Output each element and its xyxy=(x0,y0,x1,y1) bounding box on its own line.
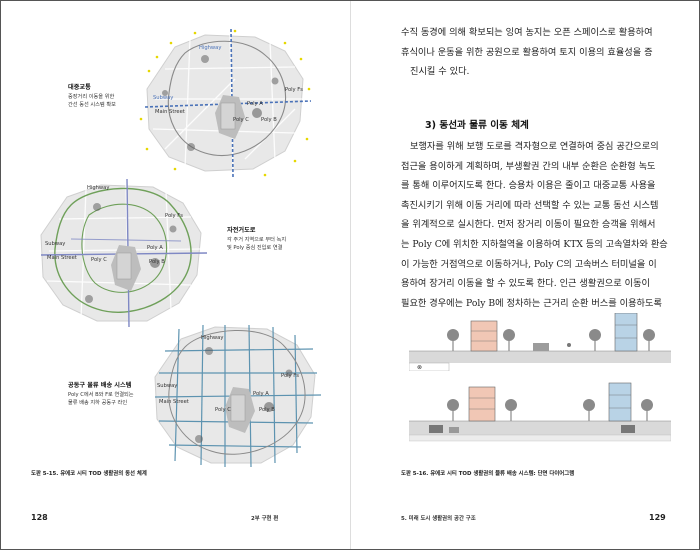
map-label-poly-b: Poly B xyxy=(149,259,165,265)
map-label-subway: Subway xyxy=(157,383,178,389)
transit-legend-title: 대중교통 xyxy=(68,84,91,91)
map-label-poly-a: Poly A xyxy=(253,391,269,397)
map-label-highway: Highway xyxy=(201,335,224,341)
body-line: 를 통해 이루어지도록 한다. 승용차 이용은 줄이고 대중교통 사용을 xyxy=(401,180,656,192)
body-line: 촉진시키기 위해 이동 거리에 따라 선택할 수 있는 교통 동선 시스템 xyxy=(401,199,659,211)
bike-route-map: Highway Subway Main Street Poly Fs Poly … xyxy=(31,179,211,327)
right-figure-caption: 도판 5-16. 유에코 시티 TOD 생활권의 물류 배송 시스템: 단면 다… xyxy=(401,471,575,477)
body-paragraph: 보행자를 위해 보행 도로를 격자형으로 연결하여 중심 공간으로의 접근을 용… xyxy=(401,137,669,313)
body-line: 필요한 경우에는 Poly B에 정차하는 근거리 순환 버스를 이용하도록 xyxy=(401,297,662,309)
intro-line: 휴식이나 운동을 위한 공원으로 활용하여 토지 이용의 효율성을 증 xyxy=(401,46,653,58)
map-label-poly-c: Poly C xyxy=(215,407,231,413)
map-label-main-street: Main Street xyxy=(47,255,77,261)
map-label-main-street: Main Street xyxy=(159,399,189,405)
map-label-subway: Subway xyxy=(45,241,66,247)
map-label-poly-a: Poly A xyxy=(247,101,263,107)
map-label-poly-fs: Poly Fs xyxy=(285,87,303,93)
section-diagram-street-graphic: ⊗ xyxy=(408,312,671,372)
intro-line: 진시킬 수 있다. xyxy=(410,66,470,78)
map-label-poly-fs: Poly Fs xyxy=(281,373,299,379)
bike-legend-line: 및 Poly 중심 진입로 연결 xyxy=(227,245,283,252)
body-line: 보행자를 위해 보행 도로를 격자형으로 연결하여 중심 공간으로의 xyxy=(410,141,659,152)
left-page: Highway Subway Main Street Poly Fs Poly … xyxy=(1,1,350,549)
logistics-legend-title: 공동구 물류 배송 시스템 xyxy=(68,382,132,389)
section-diagram-street: ⊗ xyxy=(408,312,671,375)
map-label-poly-fs: Poly Fs xyxy=(165,213,183,219)
map-label-poly-c: Poly C xyxy=(91,257,107,263)
transit-map-graphic xyxy=(139,29,312,177)
body-line: 용하여 장거리 이동을 할 수 있도록 한다. 인근 생활권으로 이동이 xyxy=(401,278,650,290)
transit-legend-line: 간선 동선 시스템 확보 xyxy=(68,102,116,109)
section-diagram-logistics-graphic xyxy=(408,382,672,442)
bike-route-map-graphic xyxy=(40,179,208,327)
section-diagram-logistics xyxy=(408,381,672,449)
map-label-highway: Highway xyxy=(199,45,222,51)
map-label-main-street: Main Street xyxy=(155,109,185,115)
right-running-head: 5. 미래 도시 생활권의 공간 구조 xyxy=(401,516,476,522)
body-line: 이 가능한 거점역으로 이동하거나, Poly C의 고속버스 터미널을 이 xyxy=(401,258,657,270)
svg-text:⊗: ⊗ xyxy=(417,364,422,371)
logistics-map: Highway Subway Main Street Poly Fs Poly … xyxy=(145,321,325,469)
map-label-highway: Highway xyxy=(87,185,110,191)
map-label-poly-a: Poly A xyxy=(147,245,163,251)
section-heading: 3) 동선과 물류 이동 체계 xyxy=(425,120,529,131)
bike-legend-line: 각 주거 지역으로 부터 녹지 xyxy=(227,237,287,244)
logistics-legend: 공동구 물류 배송 시스템 Poly C에서 B와 F로 연결되는 물류 배송 … xyxy=(68,381,134,408)
logistics-legend-line: 물류 배송 지하 공동구 라인 xyxy=(68,400,128,407)
body-line: 을 위계적으로 실시한다. 먼저 장거리 이동이 필요한 승객을 위해서 xyxy=(401,219,656,231)
body-line: 는 Poly C에 위치한 지하철역을 이용하여 KTX 등의 고속열차와 환승 xyxy=(401,238,668,250)
logistics-legend-line: Poly C에서 B와 F로 연결되는 xyxy=(68,392,134,399)
transit-legend-line: 중장거리 이동을 위한 xyxy=(68,94,115,101)
transit-legend: 대중교통 중장거리 이동을 위한 간선 동선 시스템 확보 xyxy=(68,83,116,110)
bike-legend-title: 자전거도로 xyxy=(227,227,256,234)
left-figure-caption: 도판 5-15. 유에코 시티 TOD 생활권의 동선 체계 xyxy=(31,471,147,477)
bike-legend: 자전거도로 각 주거 지역으로 부터 녹지 및 Poly 중심 진입로 연결 xyxy=(227,226,286,253)
left-running-head: 2부 구현 편 xyxy=(251,516,279,522)
right-page-number: 129 xyxy=(649,513,666,522)
intro-paragraph: 수직 동경에 의해 확보되는 잉여 농지는 오픈 스페이스로 활용하여 휴식이나… xyxy=(401,23,669,82)
map-label-subway: Subway xyxy=(153,95,174,101)
logistics-map-graphic xyxy=(154,324,322,468)
gutter xyxy=(350,1,351,549)
map-label-poly-b: Poly B xyxy=(261,117,277,123)
map-label-poly-b: Poly B xyxy=(259,407,275,413)
transit-map: Highway Subway Main Street Poly Fs Poly … xyxy=(135,29,315,177)
body-line: 접근을 용이하게 계획하며, 부생활권 간의 내부 순환은 순환형 녹도 xyxy=(401,160,656,172)
left-page-number: 128 xyxy=(31,513,48,522)
map-label-poly-c: Poly C xyxy=(233,117,249,123)
intro-line: 수직 동경에 의해 확보되는 잉여 농지는 오픈 스페이스로 활용하여 xyxy=(401,27,653,38)
